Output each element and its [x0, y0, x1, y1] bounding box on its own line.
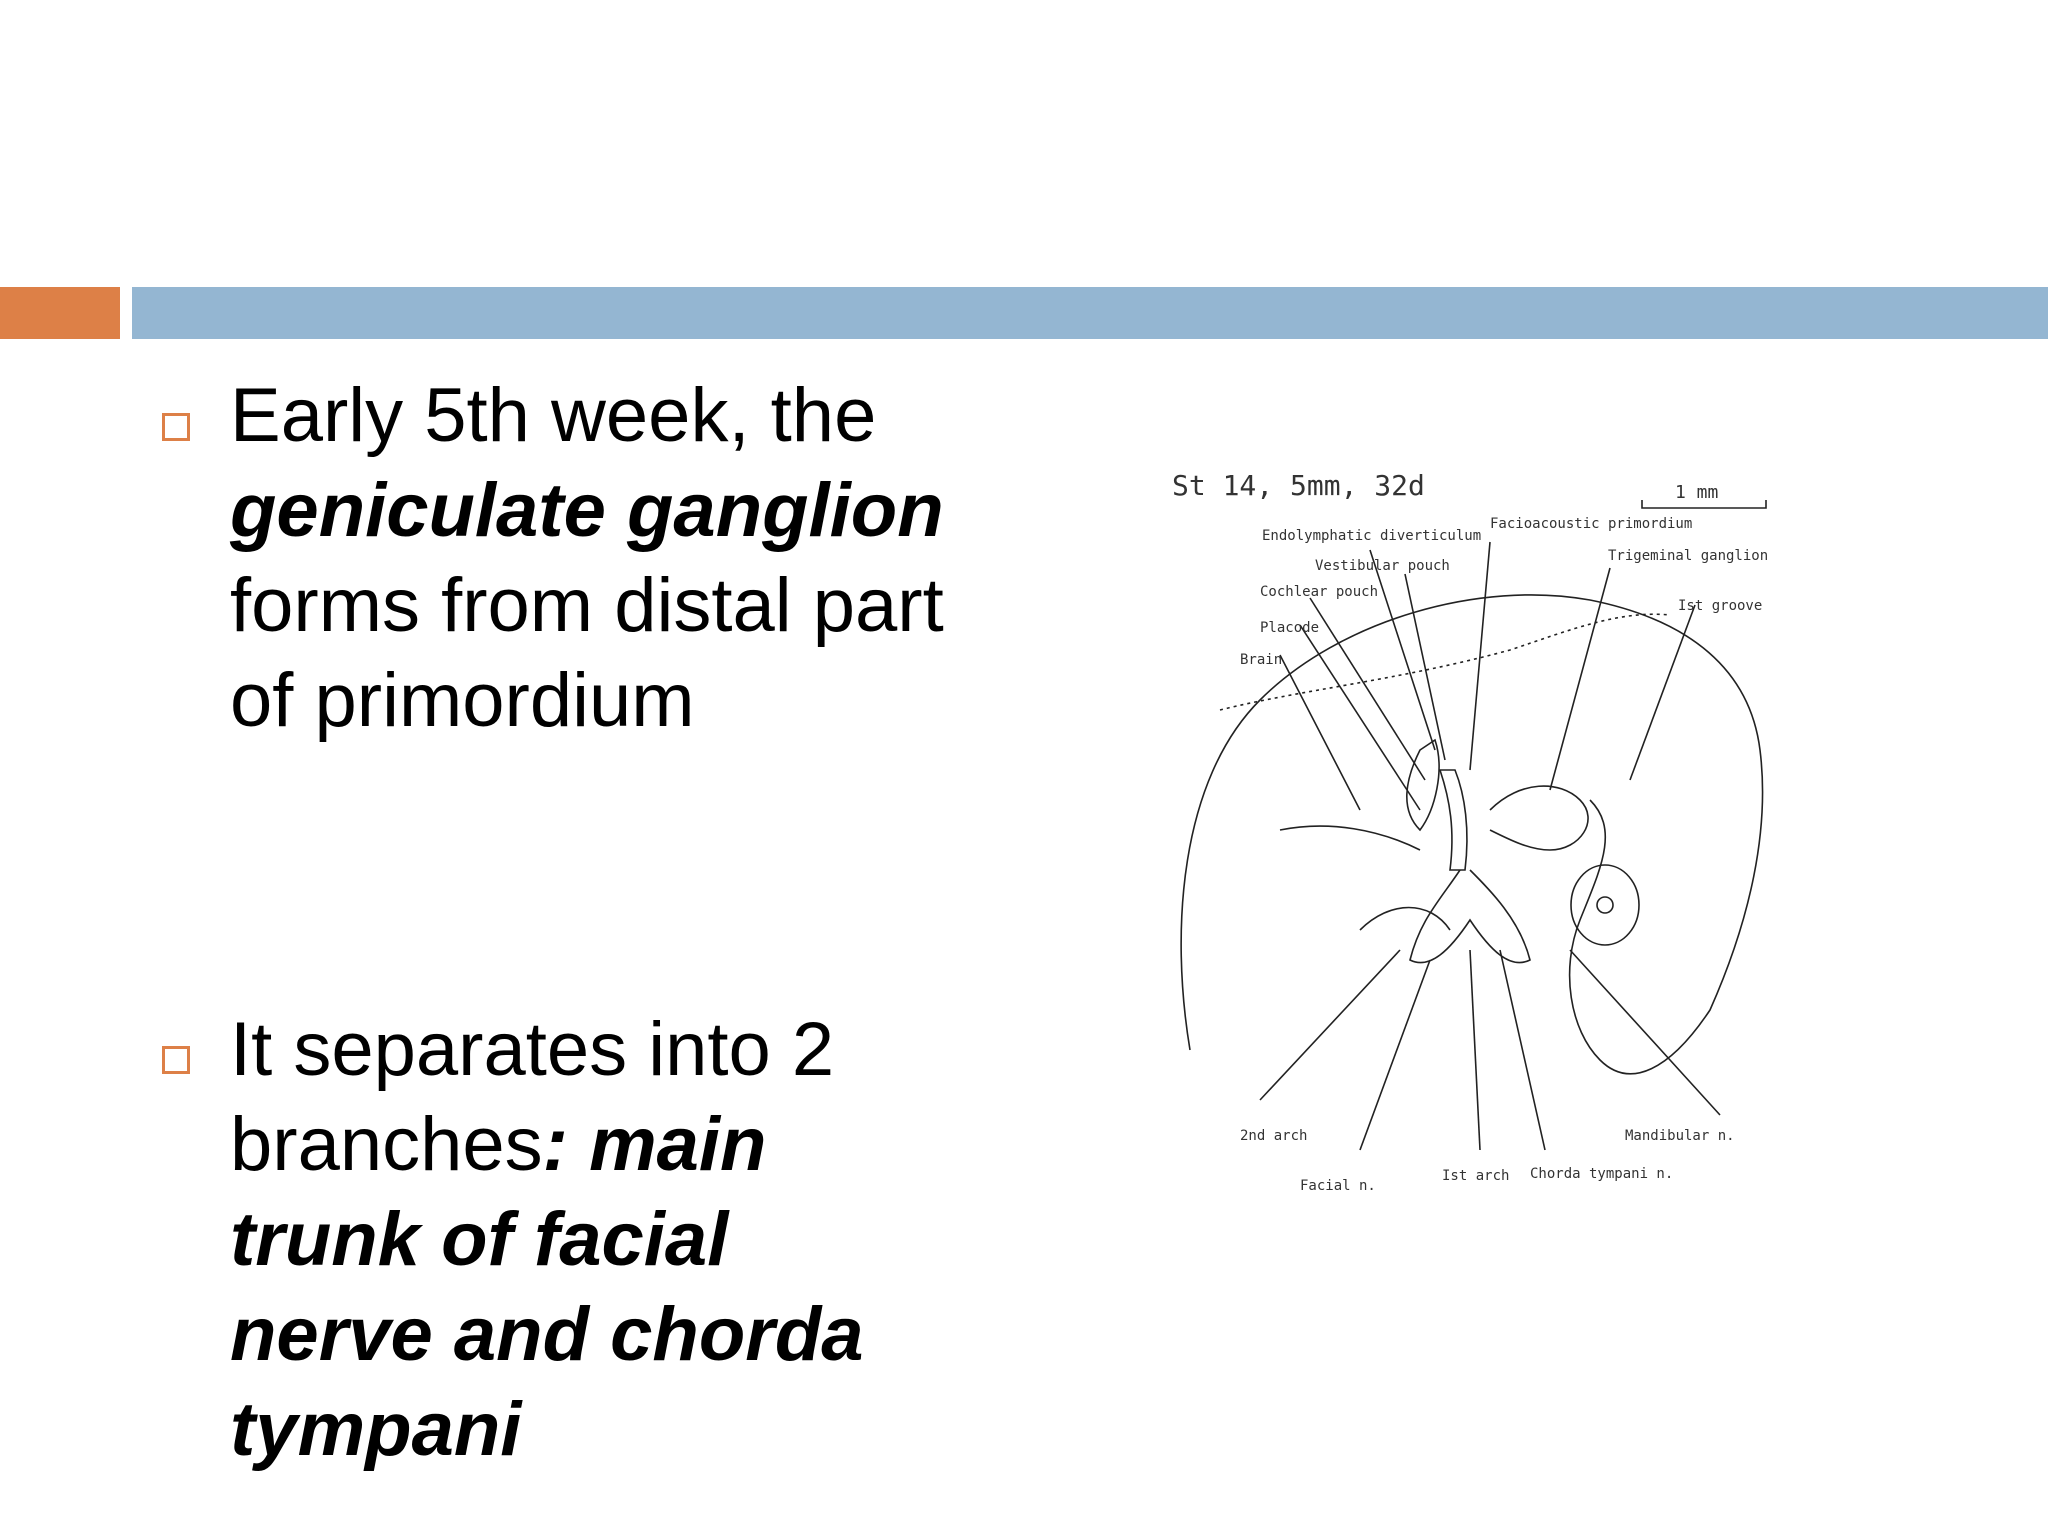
otic-vesicle — [1406, 738, 1440, 832]
leader-line — [1369, 549, 1436, 751]
embryo-outline — [1180, 594, 1764, 1075]
text-line: trunk of facial — [230, 1192, 864, 1287]
bullet-text-2: It separates into 2 branches: main trunk… — [230, 1002, 864, 1477]
arch-outline — [1359, 906, 1451, 931]
text-line: branches: main — [230, 1097, 864, 1192]
label-arch1: Ist arch — [1442, 1168, 1509, 1184]
facioacoustic-primordium — [1438, 769, 1468, 871]
text-segment: Early 5th week, the — [230, 373, 877, 458]
text-line: nerve and chorda — [230, 1287, 864, 1382]
emphasis-term: geniculate ganglion — [230, 468, 944, 553]
scale-label: 1 mm — [1675, 482, 1718, 503]
leader-line — [1569, 949, 1721, 1116]
lens — [1596, 896, 1614, 914]
text-segment: branches — [230, 1102, 543, 1187]
label-trigeminal: Trigeminal ganglion — [1608, 548, 1768, 564]
label-vestibular: Vestibular pouch — [1315, 558, 1450, 574]
label-endolymphatic: Endolymphatic diverticulum — [1262, 528, 1481, 544]
label-facial: Facial n. — [1300, 1178, 1376, 1194]
leader-line — [1549, 567, 1611, 791]
emphasis-term: tympani — [230, 1387, 522, 1472]
label-brain: Brain — [1240, 652, 1282, 668]
leader-line — [1259, 949, 1401, 1101]
label-arch2: 2nd arch — [1240, 1128, 1307, 1144]
arch-outline — [1279, 825, 1421, 851]
leader-line — [1309, 597, 1426, 781]
leader-line — [1469, 541, 1491, 771]
emphasis-term: : main — [542, 1102, 767, 1187]
leader-line — [1359, 959, 1431, 1151]
emphasis-term: nerve and chorda — [230, 1292, 864, 1377]
embryo-drawing: St 14, 5mm, 32d 1 mm Endolymphatic diver… — [1172, 469, 1768, 1194]
text-line: forms from distal part — [230, 558, 944, 653]
text-line: geniculate ganglion — [230, 463, 944, 558]
bullet-text-1: Early 5th week, the geniculate ganglion … — [230, 368, 944, 748]
stage-label: St 14, 5mm, 32d — [1172, 469, 1425, 502]
label-chorda: Chorda tympani n. — [1530, 1166, 1673, 1182]
geniculate-ganglion — [1409, 869, 1531, 964]
leader-line — [1279, 654, 1361, 811]
brain-boundary — [1219, 613, 1671, 711]
label-placode: Placode — [1260, 620, 1319, 636]
text-line: of primordium — [230, 653, 944, 748]
leader-line — [1469, 949, 1481, 1151]
scale-bar — [1641, 500, 1767, 509]
text-segment: forms from distal part — [230, 563, 944, 648]
bullet-square-icon — [162, 1046, 190, 1074]
text-segment: of primordium — [230, 658, 695, 743]
label-cochlear: Cochlear pouch — [1260, 584, 1378, 600]
leader-line — [1629, 604, 1696, 781]
label-mandibular: Mandibular n. — [1625, 1128, 1735, 1144]
header-accent-orange — [0, 287, 120, 339]
label-facioacoustic: Facioacoustic primordium — [1490, 516, 1692, 532]
text-line: tympani — [230, 1382, 864, 1477]
leader-line — [1499, 949, 1546, 1151]
eye-outline — [1570, 864, 1640, 946]
leader-line — [1404, 573, 1446, 761]
header-accent-blue — [132, 287, 2048, 339]
leader-line — [1299, 624, 1421, 811]
text-line: Early 5th week, the — [230, 368, 944, 463]
text-line: It separates into 2 — [230, 1002, 864, 1097]
trigeminal-ganglion — [1489, 785, 1589, 851]
text-segment: It separates into 2 — [230, 1007, 835, 1092]
embryo-diagram: St 14, 5mm, 32d 1 mm Endolymphatic diver… — [1150, 450, 1790, 1210]
emphasis-term: trunk of facial — [230, 1197, 729, 1282]
label-groove: Ist groove — [1678, 598, 1762, 614]
bullet-square-icon — [162, 413, 190, 441]
